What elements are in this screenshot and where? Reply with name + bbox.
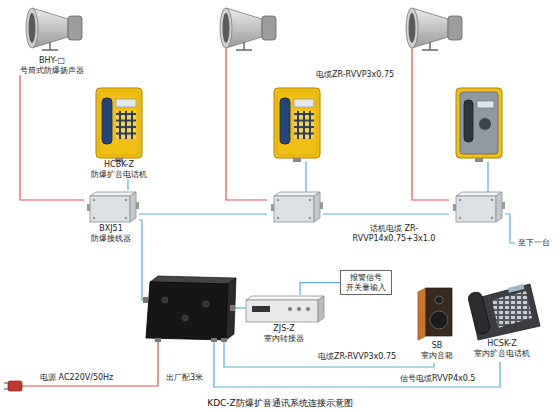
- diagram-title: KDC-Z防爆扩音通讯系统连接示意图: [0, 398, 560, 409]
- phone-cable: [323, 213, 449, 214]
- cable-note: 电缆ZR-RVVP3x0.75: [318, 352, 396, 362]
- cable-connector: [127, 179, 128, 190]
- junction-box: [453, 192, 505, 222]
- control-box: [143, 276, 236, 342]
- cable-note: 至下一台: [518, 238, 550, 248]
- phone-cable: [487, 162, 488, 192]
- wiring: [22, 48, 515, 387]
- cable-connector: [300, 283, 340, 295]
- indoor-phone: [467, 284, 540, 340]
- icon-space: [460, 276, 544, 339]
- explosion-proof-phone: HCBK-Z 防爆扩音电话机: [87, 86, 151, 179]
- icon-space: [412, 288, 462, 341]
- explosion-proof-phone: [456, 88, 502, 162]
- device-label: HCSK-Z 室内扩音电话机: [467, 339, 537, 358]
- speaker-cable: [226, 48, 267, 200]
- device-label: SB 室内音箱: [415, 341, 459, 360]
- horn-speaker: [220, 8, 276, 50]
- phone-cable: [139, 213, 267, 214]
- horn-speaker: [26, 8, 82, 50]
- horn-speaker: [406, 8, 462, 50]
- icon-space: [87, 86, 151, 160]
- speaker-cable: [224, 340, 434, 367]
- horn-speaker: BHY-□ 号筒式防爆扬声器: [10, 4, 94, 75]
- icon-space: [244, 295, 324, 324]
- power-cable: [22, 340, 158, 386]
- phone-cable: [505, 214, 515, 243]
- phone-cable: [305, 162, 306, 192]
- junction-box: [271, 192, 323, 222]
- junction-box: [87, 192, 139, 222]
- explosion-proof-phone: [274, 88, 320, 162]
- explosion-proof-phone: [96, 88, 142, 162]
- junction-box: BXJ51 防爆接线器: [84, 190, 138, 243]
- cable-connector: [20, 75, 84, 200]
- cable-note: 信号电缆RVVP4x0.5: [400, 374, 475, 384]
- icon-space: [84, 190, 138, 224]
- cable-note: 电源 AC220V/50Hz: [40, 373, 113, 383]
- indoor-speaker: [418, 288, 452, 340]
- indoor-phone: HCSK-Z 室内扩音电话机: [460, 276, 544, 358]
- device-label: 报警信号 开关量输入: [344, 273, 388, 292]
- cable-note: 话机电缆 ZR-RVVP14x0.75+3x1.0: [338, 224, 450, 243]
- indoor-adapter: [246, 296, 324, 322]
- speaker-cable: [412, 48, 449, 200]
- device-label: HCBK-Z 防爆扩音电话机: [89, 160, 149, 179]
- device-label: ZJS-Z 室内转接器: [259, 324, 309, 343]
- cable-note: 出厂配3米: [166, 373, 203, 383]
- phone-cable: [139, 220, 147, 300]
- icon-space: [10, 4, 94, 56]
- device-label: BHY-□ 号筒式防爆扬声器: [17, 56, 87, 75]
- signal-cable: [214, 340, 500, 387]
- adapter-cable: [234, 307, 246, 308]
- power-plug: [4, 381, 22, 391]
- indoor-speaker: SB 室内音箱: [412, 288, 462, 360]
- device-label: BXJ51 防爆接线器: [86, 224, 136, 243]
- cable-note: 电缆ZR-RVVP3x0.75: [316, 70, 394, 80]
- indoor-adapter: ZJS-Z 室内转接器: [244, 295, 324, 343]
- alarm-input-box: 报警信号 开关量输入: [340, 270, 392, 295]
